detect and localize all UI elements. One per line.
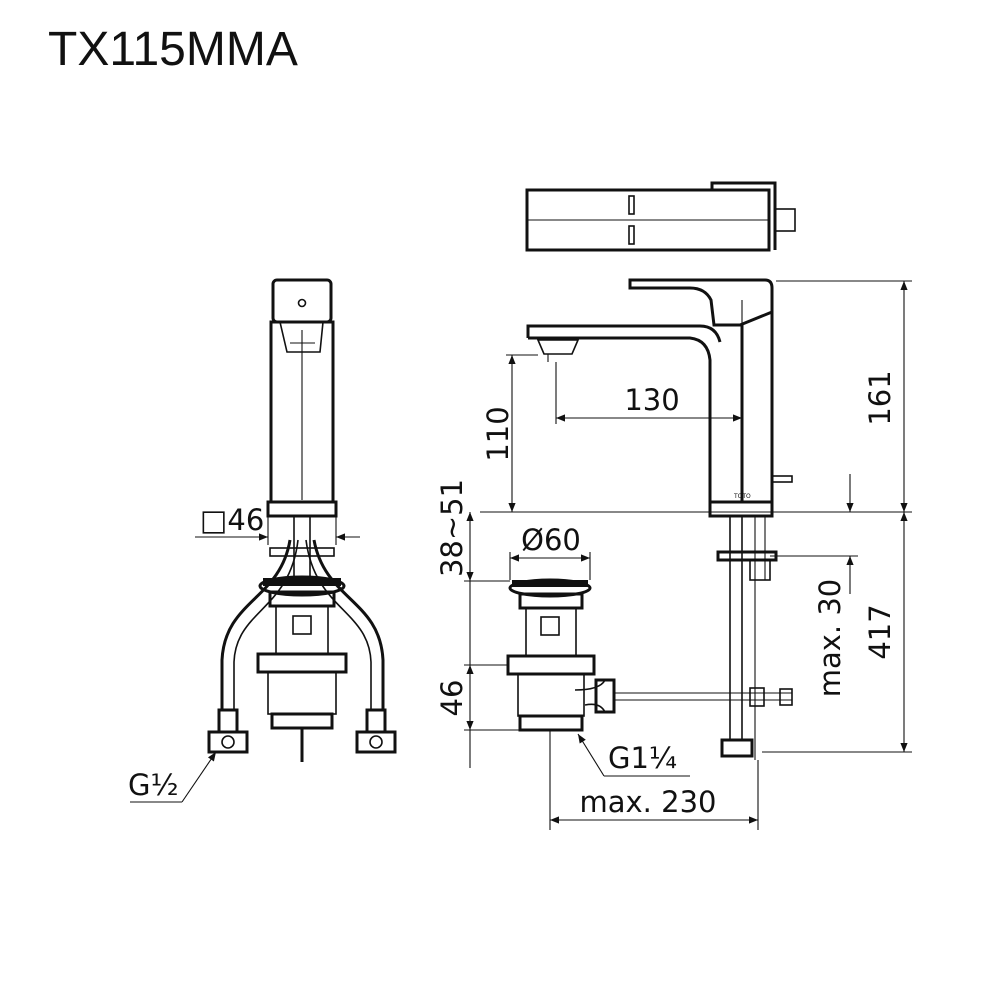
top-view [525,181,796,252]
brand-mark: TOTO [733,493,751,500]
dim-waste-height: 46 [435,680,469,717]
dim-spout-height: 110 [481,406,515,461]
dim-rod-length: max. 230 [580,785,717,819]
dim-total-height: 161 [863,370,897,425]
dim-tail-length: max. 30 [813,579,847,698]
dim-square: □46 [200,503,264,537]
dim-depth: 417 [863,604,897,659]
dim-deck-range: 38~51 [435,479,469,577]
dim-waste-diameter: Ø60 [521,523,581,557]
dim-waste-thread: G1¼ [608,741,677,775]
page-title: TX115MMA [48,23,298,76]
dim-reach: 130 [624,383,679,417]
front-view: □46 G½ [128,278,397,803]
side-view: TOTO 110 130 [435,278,912,830]
dim-inlet-thread: G½ [128,768,179,802]
